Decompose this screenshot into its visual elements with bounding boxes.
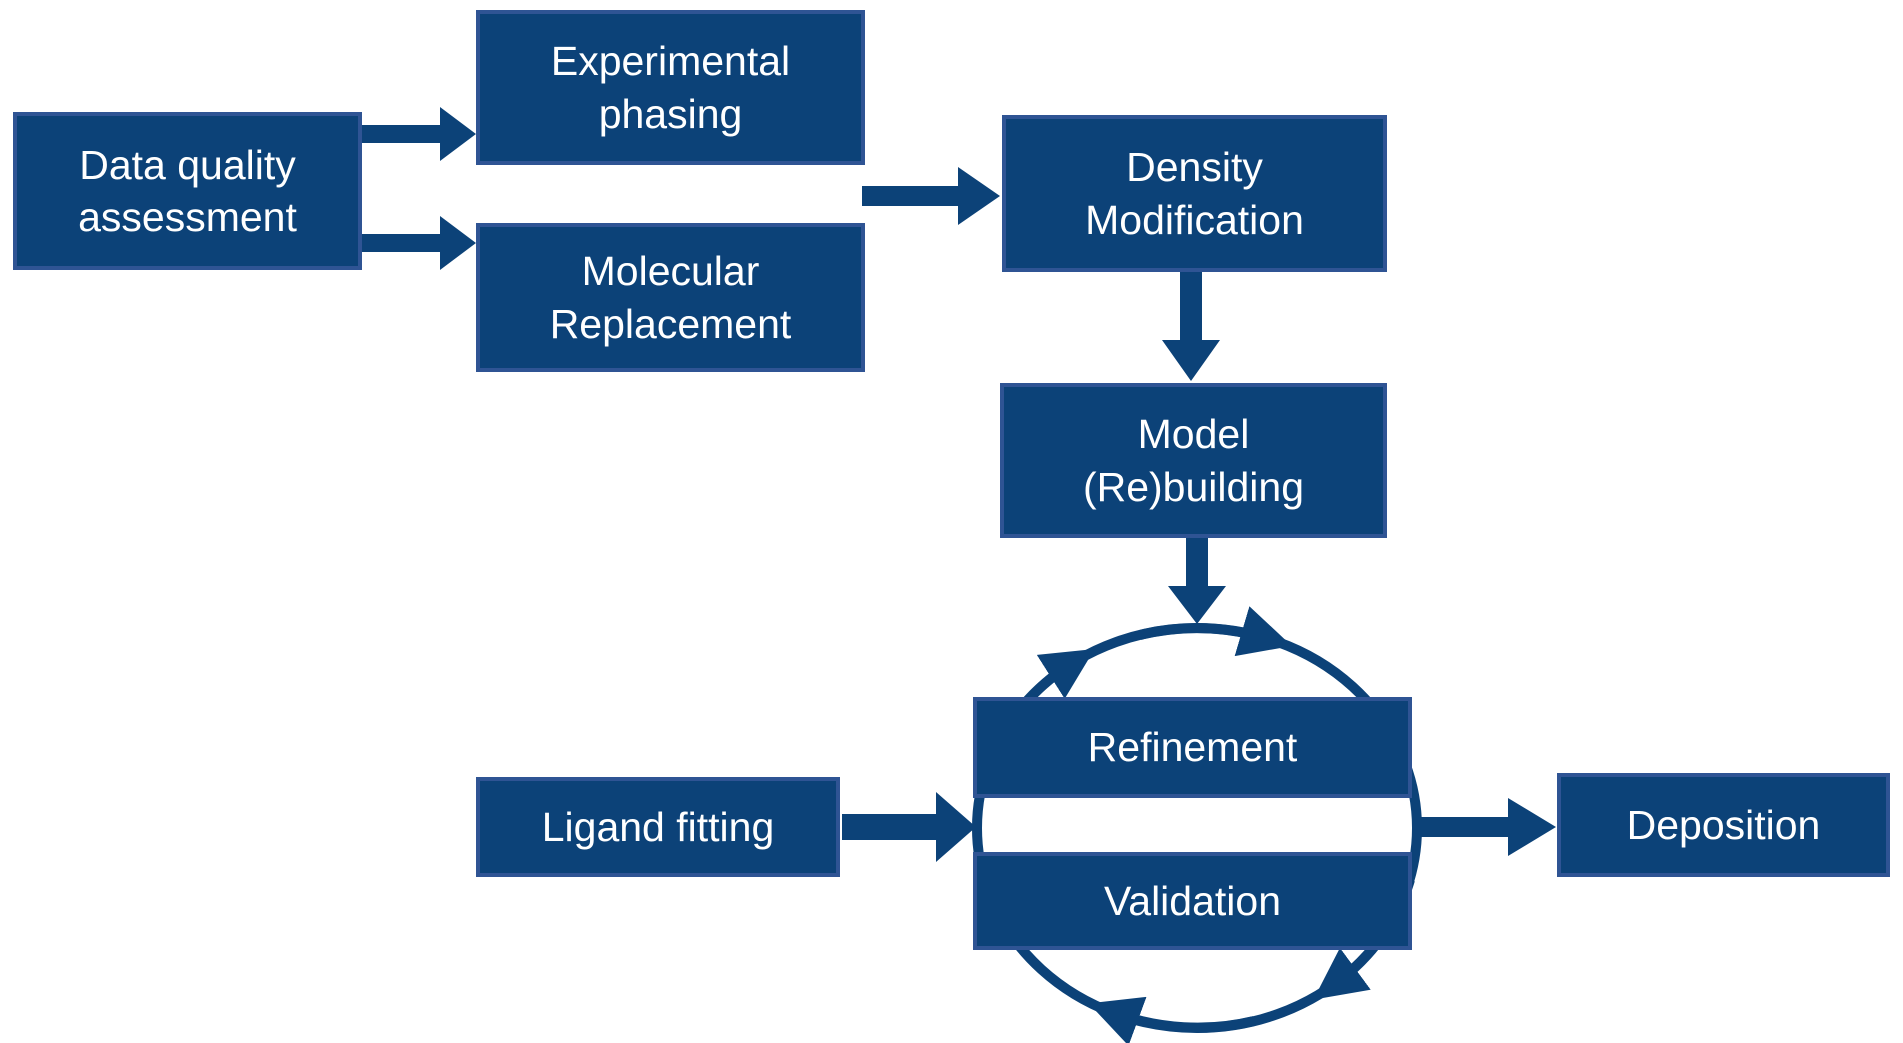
arrow-model-rebuilding-to-cycle	[1168, 534, 1226, 624]
cycle-arrow-upper-right	[1138, 606, 1292, 657]
arrow-dqa-to-molecular-replacement	[358, 216, 476, 270]
node-ligand-fitting: Ligand fitting	[476, 777, 840, 877]
arrow-cycle-to-deposition	[1419, 798, 1556, 856]
node-deposition: Deposition	[1557, 773, 1890, 877]
node-data-quality-assessment: Data quality assessment	[13, 112, 362, 270]
arrow-density-modification-to-model-rebuilding	[1162, 268, 1220, 381]
node-density-modification: Density Modification	[1002, 115, 1387, 272]
node-molecular-replacement: Molecular Replacement	[476, 223, 865, 372]
arrow-ligand-fitting-to-cycle	[842, 792, 976, 862]
arrow-dqa-to-experimental-phasing	[358, 107, 476, 161]
node-validation: Validation	[973, 852, 1412, 950]
cycle-arrow-lower-left	[1088, 996, 1256, 1043]
node-model-rebuilding: Model (Re)building	[1000, 383, 1387, 538]
node-refinement: Refinement	[973, 697, 1412, 798]
node-experimental-phasing: Experimental phasing	[476, 10, 865, 165]
arrow-phasing-to-density-modification	[862, 167, 1000, 225]
